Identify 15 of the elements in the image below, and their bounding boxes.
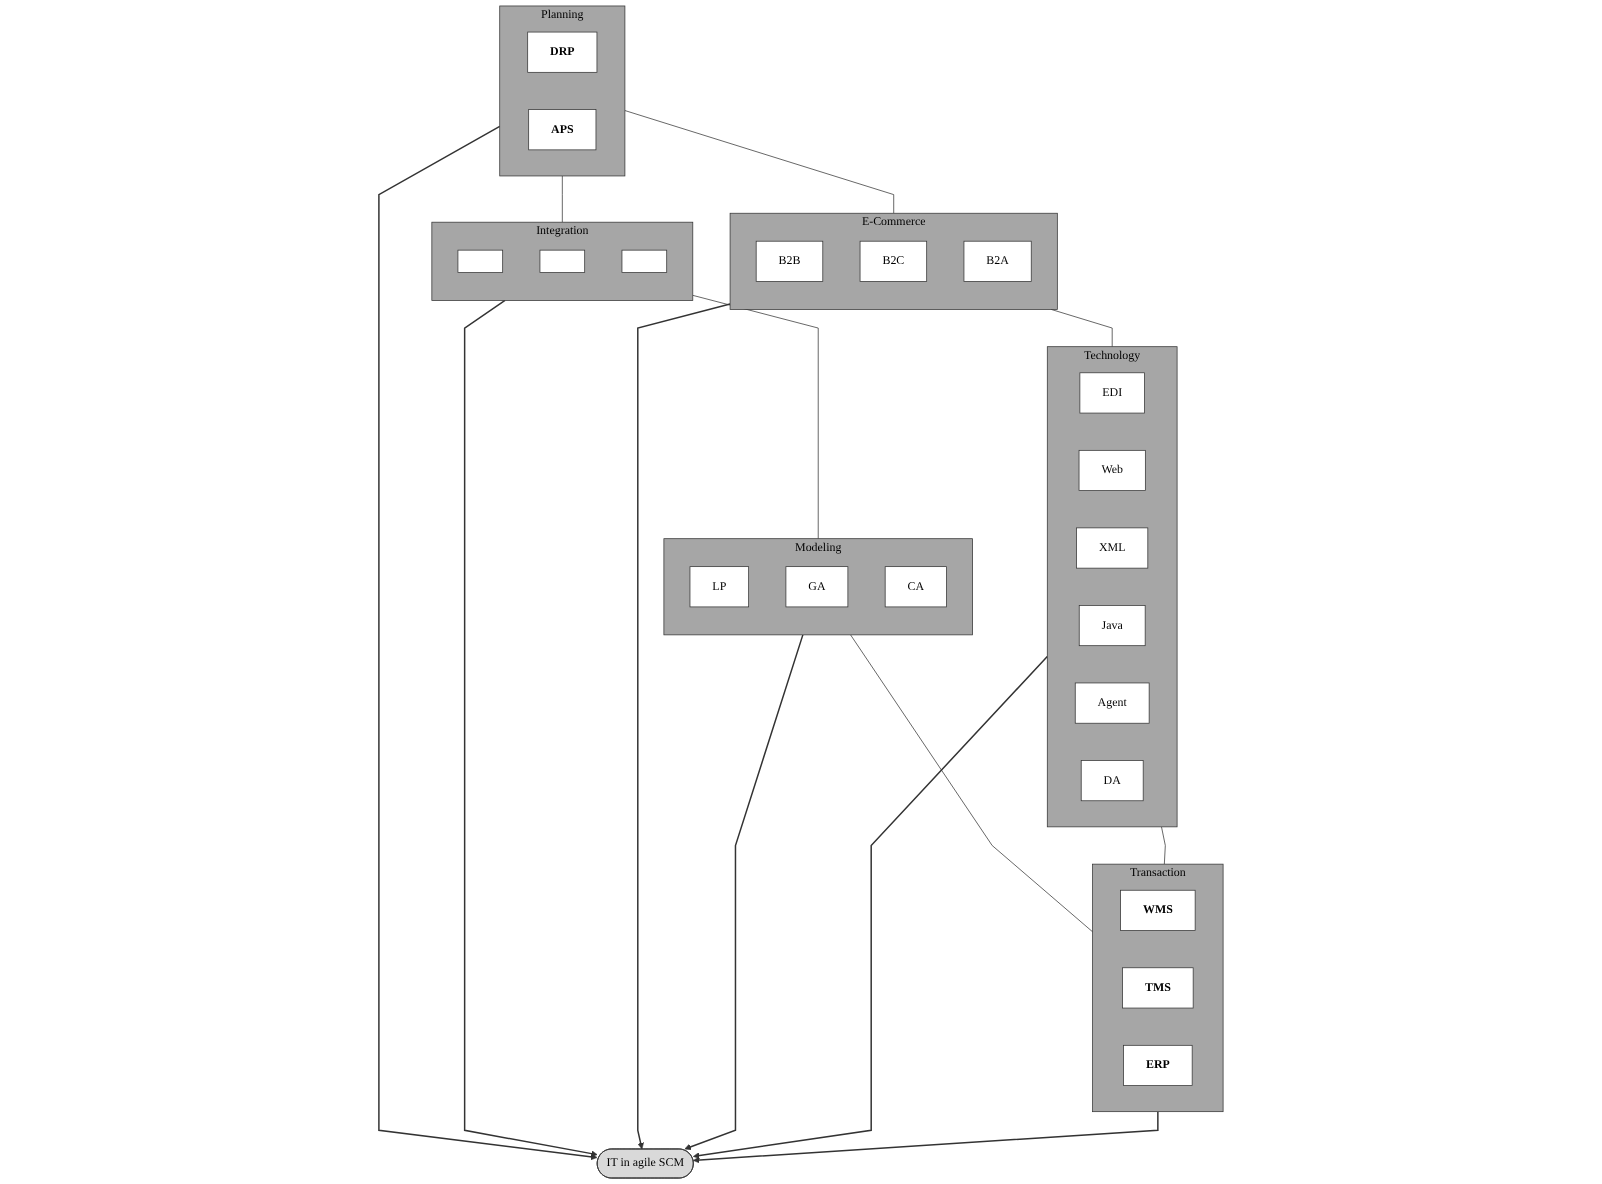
connector	[850, 634, 1093, 933]
connector	[1161, 826, 1166, 865]
connector	[624, 110, 895, 214]
connector	[1050, 309, 1113, 348]
node-box	[539, 249, 586, 273]
arrow	[684, 634, 804, 1150]
connector	[561, 175, 563, 223]
arrow	[463, 299, 598, 1157]
arrow	[637, 303, 731, 1150]
arrow	[693, 655, 1049, 1159]
arrow	[378, 125, 598, 1161]
arrow	[693, 1110, 1159, 1164]
node-box	[457, 249, 504, 273]
connector	[692, 294, 819, 540]
node-box	[621, 249, 668, 273]
